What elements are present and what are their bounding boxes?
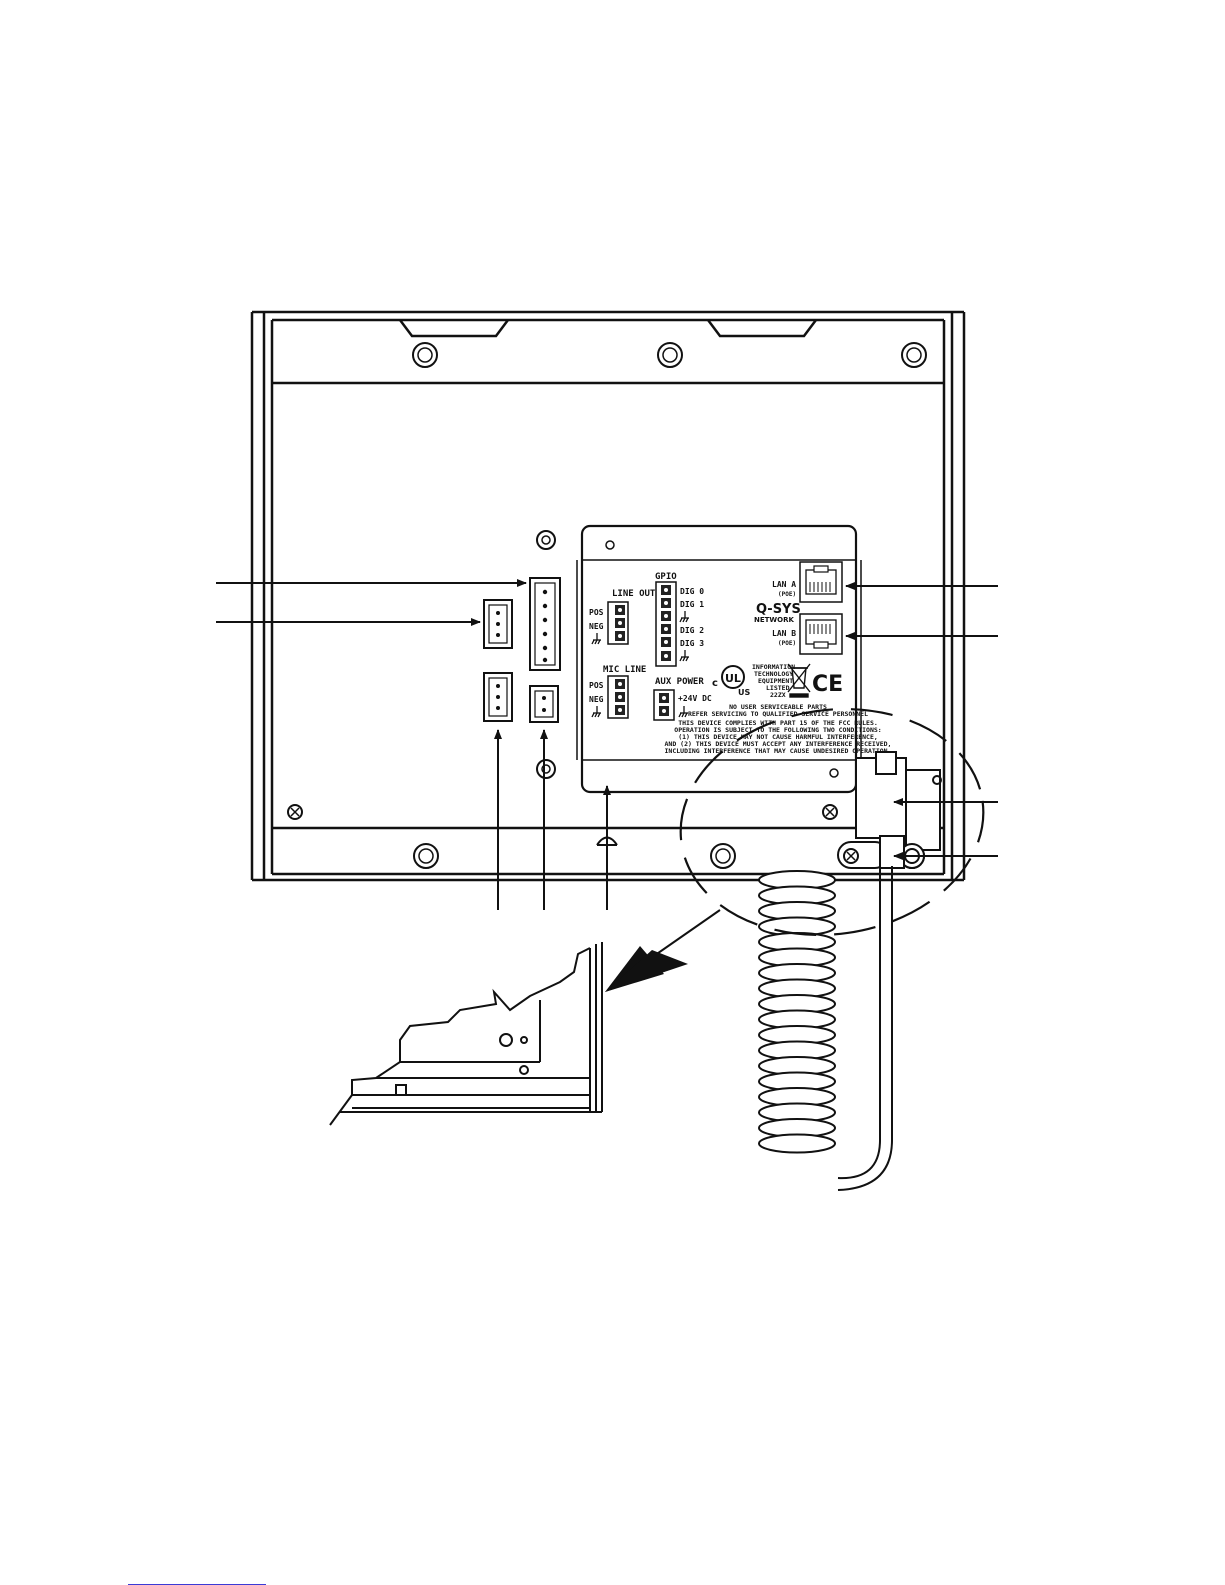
cert-text: INFORMATION TECHNOLOGY EQUIPMENT LISTED … (752, 663, 795, 699)
svg-text:c: c (712, 678, 718, 689)
detail-arrow (605, 909, 721, 992)
connector-3pin-lower (483, 672, 513, 722)
svg-text:INFORMATION: INFORMATION (752, 663, 795, 671)
gpio-dig2-label: DIG 2 (680, 626, 704, 635)
aux-voltage-label: +24V DC (678, 694, 712, 703)
aux-power-terminal (653, 689, 675, 721)
connector-2pin (529, 685, 559, 723)
mic-line-terminal (607, 675, 629, 719)
brand-logo: Q-SYS (756, 602, 801, 617)
cable-clamp (837, 751, 942, 869)
ethernet-port-b-icon (799, 613, 843, 655)
brand-sub: NETWORK (754, 616, 794, 624)
line-out-pos-label: POS (589, 608, 604, 617)
gpio-label: GPIO (655, 572, 677, 582)
ground-icon (591, 706, 601, 718)
aux-power-label: AUX POWER (655, 677, 704, 687)
connector-3pin-upper (483, 599, 513, 649)
lan-b-poe-label: (POE) (778, 640, 796, 647)
weee-bin-icon (787, 663, 811, 698)
svg-text:UL: UL (725, 672, 741, 685)
ul-listing-mark: UL c US (712, 665, 750, 697)
coiled-cable (837, 866, 893, 1191)
ground-icon (678, 706, 688, 718)
gpio-terminal (655, 581, 677, 667)
svg-text:TECHNOLOGY: TECHNOLOGY (754, 670, 793, 678)
mic-line-pos-label: POS (589, 681, 604, 690)
svg-text:THIS DEVICE COMPLIES WITH PART: THIS DEVICE COMPLIES WITH PART 15 OF THE… (678, 719, 878, 727)
svg-text:AND (2) THIS DEVICE MUST ACCEP: AND (2) THIS DEVICE MUST ACCEPT ANY INTE… (665, 740, 892, 748)
cable-coil-loop (758, 1133, 836, 1154)
ground-icon (679, 650, 689, 662)
connector-6pin (529, 577, 561, 671)
leader-arrows (216, 579, 998, 910)
svg-text:REFER SERVICING TO QUALIFIED S: REFER SERVICING TO QUALIFIED SERVICE PER… (688, 710, 868, 718)
line-out-label: LINE OUT (612, 589, 656, 599)
ce-mark: CE (812, 672, 843, 697)
lan-a-label: LAN A (772, 580, 796, 589)
svg-text:NO USER SERVICEABLE PARTS: NO USER SERVICEABLE PARTS (729, 703, 827, 711)
svg-text:INCLUDING INTERFERENCE THAT MA: INCLUDING INTERFERENCE THAT MAY CAUSE UN… (665, 747, 892, 755)
svg-text:OPERATION IS SUBJECT TO THE FO: OPERATION IS SUBJECT TO THE FOLLOWING TW… (674, 726, 881, 734)
line-out-terminal (607, 601, 629, 645)
lan-b-label: LAN B (772, 629, 796, 638)
gpio-dig1-label: DIG 1 (680, 600, 704, 609)
mic-line-label: MIC LINE (603, 665, 646, 675)
cable-coils (758, 870, 836, 1154)
regulatory-notice: NO USER SERVICEABLE PARTS REFER SERVICIN… (665, 703, 892, 755)
lan-a-poe-label: (POE) (778, 591, 796, 598)
gpio-dig3-label: DIG 3 (680, 639, 704, 648)
svg-text:(1) THIS DEVICE MAY NOT CAUSE: (1) THIS DEVICE MAY NOT CAUSE HARMFUL IN… (678, 733, 878, 741)
detail-inset (329, 942, 603, 1126)
ground-icon (679, 611, 689, 623)
svg-text:US: US (738, 688, 750, 697)
line-out-neg-label: NEG (589, 622, 604, 631)
top-screws (412, 342, 927, 368)
svg-text:EQUIPMENT: EQUIPMENT (758, 677, 793, 685)
detail-callout-circle (679, 707, 985, 937)
connector-panel (576, 524, 862, 794)
ground-icon (591, 633, 601, 645)
svg-text:LISTED: LISTED (766, 684, 790, 692)
gpio-dig0-label: DIG 0 (680, 587, 704, 596)
mic-line-neg-label: NEG (589, 695, 604, 704)
svg-text:22ZX: 22ZX (770, 691, 786, 699)
ethernet-port-a-icon (799, 561, 843, 603)
